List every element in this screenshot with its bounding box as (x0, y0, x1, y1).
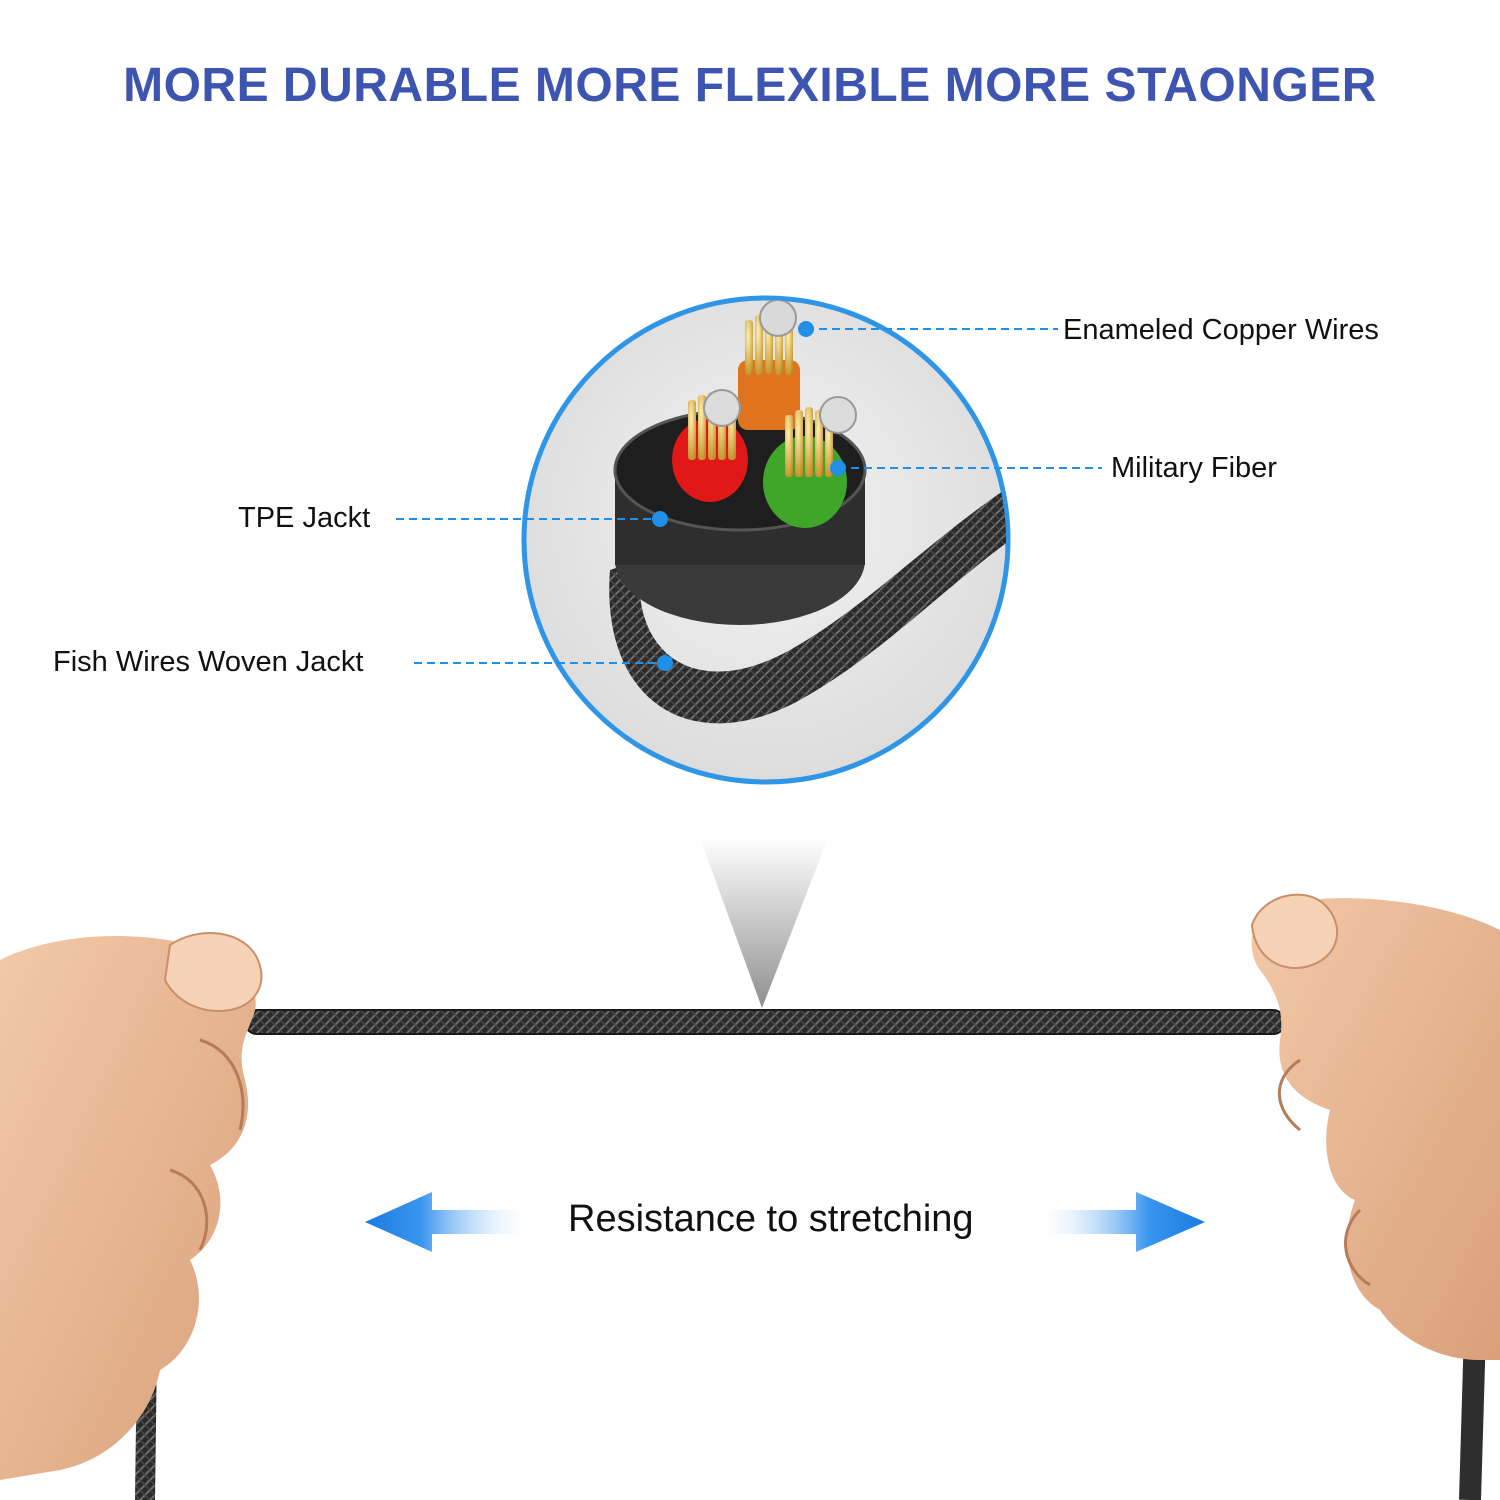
right-arrow-icon (1043, 1192, 1205, 1252)
left-hand (0, 932, 263, 1480)
label-military-fiber: Military Fiber (1111, 452, 1277, 484)
left-thumb (163, 932, 263, 1012)
label-tpe-jacket: TPE Jackt (238, 502, 371, 534)
woven-jacket-body (609, 480, 1006, 724)
callout-dots (652, 321, 846, 671)
green-core (763, 396, 857, 528)
stretched-cable (135, 1009, 1486, 1500)
cable-cross-section-magnifier (521, 295, 1011, 785)
callout-leaders (396, 328, 1102, 664)
label-enameled-copper-wires: Enameled Copper Wires (1063, 314, 1379, 346)
orange-core (738, 300, 800, 430)
left-arrow-icon (365, 1192, 525, 1252)
red-core (672, 389, 748, 502)
label-fish-wires-woven-jacket: Fish Wires Woven Jackt (53, 646, 364, 678)
stretch-caption: Resistance to stretching (568, 1198, 974, 1240)
zoom-pointer-icon (700, 838, 828, 1008)
right-hand (1250, 893, 1500, 1360)
right-thumb (1250, 893, 1339, 970)
headline: MORE DURABLE MORE FLEXIBLE MORE STAONGER (123, 59, 1377, 112)
